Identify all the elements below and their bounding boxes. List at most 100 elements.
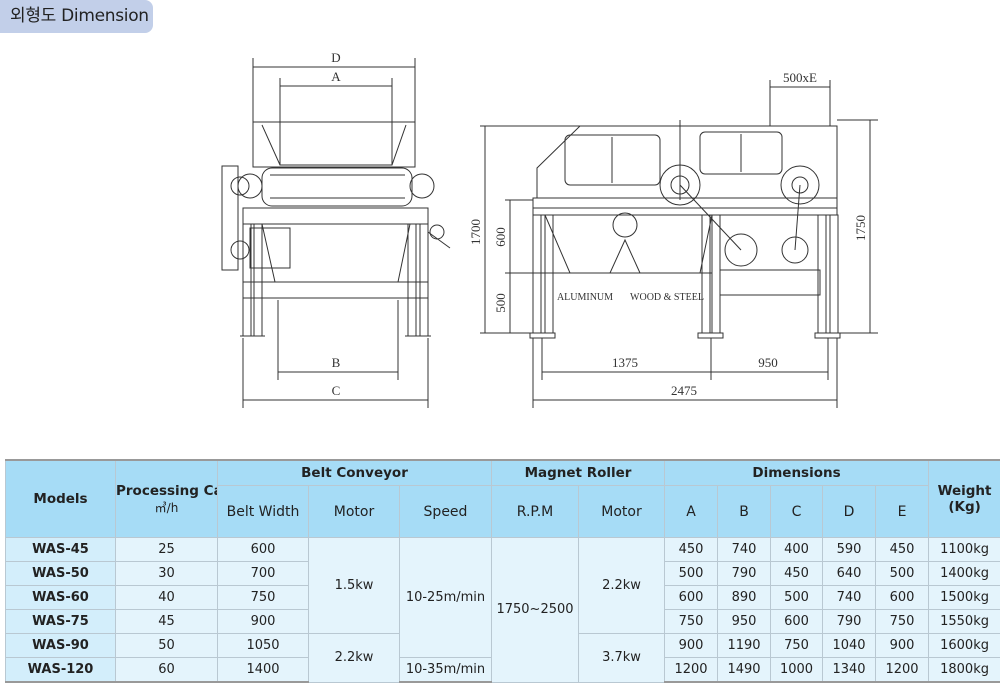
dim-label-a: A — [331, 69, 341, 84]
header-capacity-label: Processing Capacity — [116, 482, 217, 499]
cell-capacity: 50 — [115, 633, 218, 658]
cell-e: 1200 — [874, 657, 930, 683]
dim-label-d: D — [331, 50, 340, 65]
cell-b: 1490 — [717, 657, 771, 683]
cell-d: 1040 — [822, 633, 876, 658]
cell-e: 750 — [874, 609, 930, 634]
cell-weight: 1600kg — [928, 633, 1000, 658]
cell-c: 500 — [770, 585, 823, 610]
cell-belt-width: 1400 — [217, 657, 309, 683]
table-row: WAS-120 60 1400 10-35m/min 1200 1490 100… — [5, 657, 1000, 683]
header-belt-width: Belt Width — [217, 485, 309, 538]
cell-b: 890 — [717, 585, 771, 610]
header-rpm: R.P.M — [491, 485, 579, 538]
dim-label-b: B — [332, 355, 341, 370]
header-dim-b: B — [717, 485, 771, 538]
cell-belt-width: 1050 — [217, 633, 309, 658]
cell-model: WAS-60 — [5, 585, 116, 610]
side-view — [480, 80, 878, 408]
cell-speed: 10-35m/min — [399, 657, 492, 683]
dim-label-500: 500 — [493, 293, 508, 313]
cell-belt-width: 600 — [217, 537, 309, 562]
cell-a: 450 — [664, 537, 718, 562]
cell-capacity: 60 — [115, 657, 218, 683]
cell-weight: 1500kg — [928, 585, 1000, 610]
front-view — [221, 58, 451, 408]
cell-a: 1200 — [664, 657, 718, 683]
dim-label-2475: 2475 — [671, 383, 697, 398]
table-row: WAS-90 50 1050 2.2kw 3.7kw 900 1190 750 … — [5, 633, 1000, 683]
dim-label-1700: 1700 — [468, 219, 483, 245]
label-aluminum: ALUMINUM — [557, 292, 613, 303]
dim-label-950: 950 — [758, 355, 778, 370]
dim-label-c: C — [332, 383, 341, 398]
cell-belt-width: 700 — [217, 561, 309, 586]
cell-b: 790 — [717, 561, 771, 586]
header-dimensions: Dimensions — [663, 459, 930, 486]
cell-model: WAS-45 — [5, 537, 116, 562]
cell-e: 600 — [874, 585, 930, 610]
dim-label-500xe: 500xE — [783, 70, 817, 85]
cell-c: 750 — [770, 633, 823, 658]
cell-d: 790 — [822, 609, 876, 634]
header-magnet-roller: Magnet Roller — [491, 459, 665, 486]
header-dim-c: C — [770, 485, 823, 538]
cell-belt-motor: 1.5kw — [308, 537, 400, 634]
cell-d: 740 — [822, 585, 876, 610]
header-dim-a: A — [664, 485, 718, 538]
cell-capacity: 30 — [115, 561, 218, 586]
header-models: Models — [5, 459, 116, 538]
cell-model: WAS-75 — [5, 609, 116, 634]
cell-capacity: 45 — [115, 609, 218, 634]
header-weight-unit: (Kg) — [948, 499, 981, 515]
cell-a: 600 — [664, 585, 718, 610]
header-capacity-unit: ㎥/h — [154, 500, 179, 515]
cell-a: 900 — [664, 633, 718, 658]
cell-weight: 1550kg — [928, 609, 1000, 634]
cell-model: WAS-120 — [5, 657, 116, 683]
header-weight: Weight(Kg) — [928, 459, 1000, 538]
header-dim-e: E — [874, 485, 930, 538]
cell-b: 740 — [717, 537, 771, 562]
cell-weight: 1400kg — [928, 561, 1000, 586]
cell-roller-motor: 2.2kw — [578, 537, 665, 634]
cell-belt-width: 900 — [217, 609, 309, 634]
cell-speed: 10-25m/min — [399, 537, 492, 658]
cell-d: 590 — [822, 537, 876, 562]
cell-weight: 1800kg — [928, 657, 1000, 683]
cell-belt-motor: 2.2kw — [308, 633, 400, 683]
cell-d: 1340 — [822, 657, 876, 683]
header-roller-motor: Motor — [578, 485, 665, 538]
cell-rpm: 1750~2500 — [491, 537, 579, 683]
cell-c: 450 — [770, 561, 823, 586]
section-title: 외형도 Dimension — [0, 0, 153, 33]
dim-label-600: 600 — [493, 227, 508, 247]
header-belt-motor: Motor — [308, 485, 400, 538]
cell-model: WAS-90 — [5, 633, 116, 658]
cell-capacity: 40 — [115, 585, 218, 610]
cell-e: 900 — [874, 633, 930, 658]
cell-capacity: 25 — [115, 537, 218, 562]
cell-roller-motor: 3.7kw — [578, 633, 665, 683]
dim-label-1750: 1750 — [853, 215, 868, 241]
label-wood-steel: WOOD & STEEL — [630, 292, 704, 303]
cell-d: 640 — [822, 561, 876, 586]
dim-label-1375: 1375 — [612, 355, 638, 370]
cell-c: 400 — [770, 537, 823, 562]
header-belt-conveyor: Belt Conveyor — [217, 459, 492, 486]
cell-a: 500 — [664, 561, 718, 586]
cell-c: 1000 — [770, 657, 823, 683]
dimension-drawing: D A B C — [221, 50, 878, 408]
header-dim-d: D — [822, 485, 876, 538]
table-row: WAS-45 25 600 1.5kw 10-25m/min 1750~2500… — [5, 537, 1000, 683]
cell-a: 750 — [664, 609, 718, 634]
header-weight-label: Weight — [937, 483, 992, 499]
cell-belt-width: 750 — [217, 585, 309, 610]
header-capacity: Processing Capacity㎥/h — [115, 459, 218, 538]
spec-table: Models Processing Capacity㎥/h Belt Conve… — [5, 459, 1000, 683]
cell-b: 1190 — [717, 633, 771, 658]
cell-model: WAS-50 — [5, 561, 116, 586]
cell-e: 500 — [874, 561, 930, 586]
cell-b: 950 — [717, 609, 771, 634]
cell-e: 450 — [874, 537, 930, 562]
